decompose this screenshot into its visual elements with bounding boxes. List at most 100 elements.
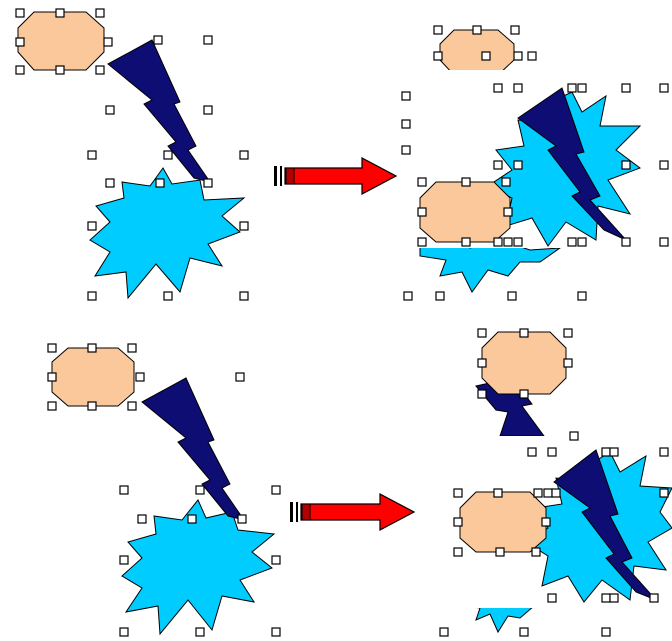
selection-handle[interactable] [621, 160, 631, 170]
selection-handle[interactable] [163, 291, 173, 301]
selection-handle[interactable] [55, 65, 65, 75]
selection-handle[interactable] [55, 8, 65, 18]
selection-handle[interactable] [659, 447, 669, 457]
selection-handle[interactable] [453, 488, 463, 498]
selection-handle[interactable] [435, 291, 445, 301]
selection-handle[interactable] [533, 488, 543, 498]
selection-handle[interactable] [493, 237, 503, 247]
lightning-bolt[interactable] [107, 39, 212, 183]
selection-handle[interactable] [403, 291, 413, 301]
selection-handle[interactable] [609, 447, 619, 457]
selection-handle[interactable] [155, 178, 165, 188]
selection-handle[interactable] [203, 178, 213, 188]
selection-handle[interactable] [127, 343, 137, 353]
selection-handle[interactable] [239, 291, 249, 301]
selection-handle[interactable] [461, 177, 471, 187]
selection-handle[interactable] [527, 447, 537, 457]
selection-handle[interactable] [481, 51, 491, 61]
selection-handle[interactable] [417, 177, 427, 187]
selection-handle[interactable] [439, 627, 449, 637]
selection-handle[interactable] [577, 83, 587, 93]
selection-handle[interactable] [649, 593, 659, 603]
selection-handle[interactable] [501, 177, 511, 187]
selection-handle[interactable] [87, 150, 97, 160]
selection-handle[interactable] [47, 343, 57, 353]
selection-handle[interactable] [503, 207, 513, 217]
selection-handle[interactable] [519, 389, 529, 399]
octagon[interactable] [481, 331, 567, 395]
selection-handle[interactable] [153, 35, 163, 45]
selection-handle[interactable] [271, 485, 281, 495]
selection-handle[interactable] [95, 8, 105, 18]
selection-handle[interactable] [87, 401, 97, 411]
selection-handle[interactable] [493, 160, 503, 170]
selection-handle[interactable] [433, 51, 443, 61]
selection-handle[interactable] [531, 547, 541, 557]
selection-handle[interactable] [271, 555, 281, 565]
octagon[interactable] [459, 491, 547, 553]
selection-handle[interactable] [137, 514, 147, 524]
selection-handle[interactable] [239, 221, 249, 231]
selection-handle[interactable] [601, 593, 611, 603]
selection-handle[interactable] [15, 37, 25, 47]
selection-handle[interactable] [567, 83, 577, 93]
selection-handle[interactable] [659, 160, 669, 170]
selection-handle[interactable] [47, 401, 57, 411]
selection-handle[interactable] [621, 83, 631, 93]
selection-handle[interactable] [477, 389, 487, 399]
selection-handle[interactable] [433, 25, 443, 35]
selection-handle[interactable] [417, 237, 427, 247]
selection-handle[interactable] [103, 37, 113, 47]
selection-handle[interactable] [119, 485, 129, 495]
selection-handle[interactable] [195, 485, 205, 495]
selection-handle[interactable] [563, 328, 573, 338]
octagon[interactable] [419, 181, 511, 243]
selection-handle[interactable] [401, 145, 411, 155]
octagon[interactable] [439, 29, 515, 75]
selection-handles[interactable] [15, 8, 669, 637]
selection-handle[interactable] [195, 627, 205, 637]
selection-handle[interactable] [601, 627, 611, 637]
selection-handle[interactable] [547, 593, 557, 603]
selection-handle[interactable] [659, 237, 669, 247]
selection-handle[interactable] [453, 547, 463, 557]
selection-handle[interactable] [187, 514, 197, 524]
selection-handle[interactable] [601, 447, 611, 457]
selection-handle[interactable] [87, 221, 97, 231]
selection-handle[interactable] [235, 372, 245, 382]
selection-handle[interactable] [135, 372, 145, 382]
selection-handle[interactable] [513, 160, 523, 170]
selection-handle[interactable] [569, 431, 579, 441]
selection-handle[interactable] [543, 488, 553, 498]
selection-handle[interactable] [15, 8, 25, 18]
selection-handle[interactable] [609, 593, 619, 603]
selection-handle[interactable] [163, 150, 173, 160]
selection-handle[interactable] [453, 517, 463, 527]
selection-handle[interactable] [659, 488, 669, 498]
selection-handle[interactable] [15, 65, 25, 75]
selection-handle[interactable] [271, 627, 281, 637]
selection-handle[interactable] [659, 83, 669, 93]
selection-handle[interactable] [477, 358, 487, 368]
selection-handle[interactable] [203, 35, 213, 45]
selection-handle[interactable] [239, 150, 249, 160]
selection-handle[interactable] [105, 105, 115, 115]
selection-handle[interactable] [87, 343, 97, 353]
selection-handle[interactable] [513, 83, 523, 93]
selection-handle[interactable] [547, 447, 557, 457]
selection-handle[interactable] [461, 237, 471, 247]
selection-handle[interactable] [95, 65, 105, 75]
octagon[interactable] [51, 347, 135, 407]
selection-handle[interactable] [513, 51, 523, 61]
selection-handle[interactable] [105, 178, 115, 188]
octagon[interactable] [17, 11, 105, 71]
selection-handle[interactable] [417, 207, 427, 217]
selection-handle[interactable] [119, 627, 129, 637]
selection-handle[interactable] [513, 237, 523, 247]
selection-handle[interactable] [503, 237, 513, 247]
selection-handle[interactable] [87, 291, 97, 301]
explosion-star[interactable] [121, 499, 276, 636]
selection-handle[interactable] [541, 517, 551, 527]
selection-handle[interactable] [47, 372, 57, 382]
selection-handle[interactable] [203, 105, 213, 115]
